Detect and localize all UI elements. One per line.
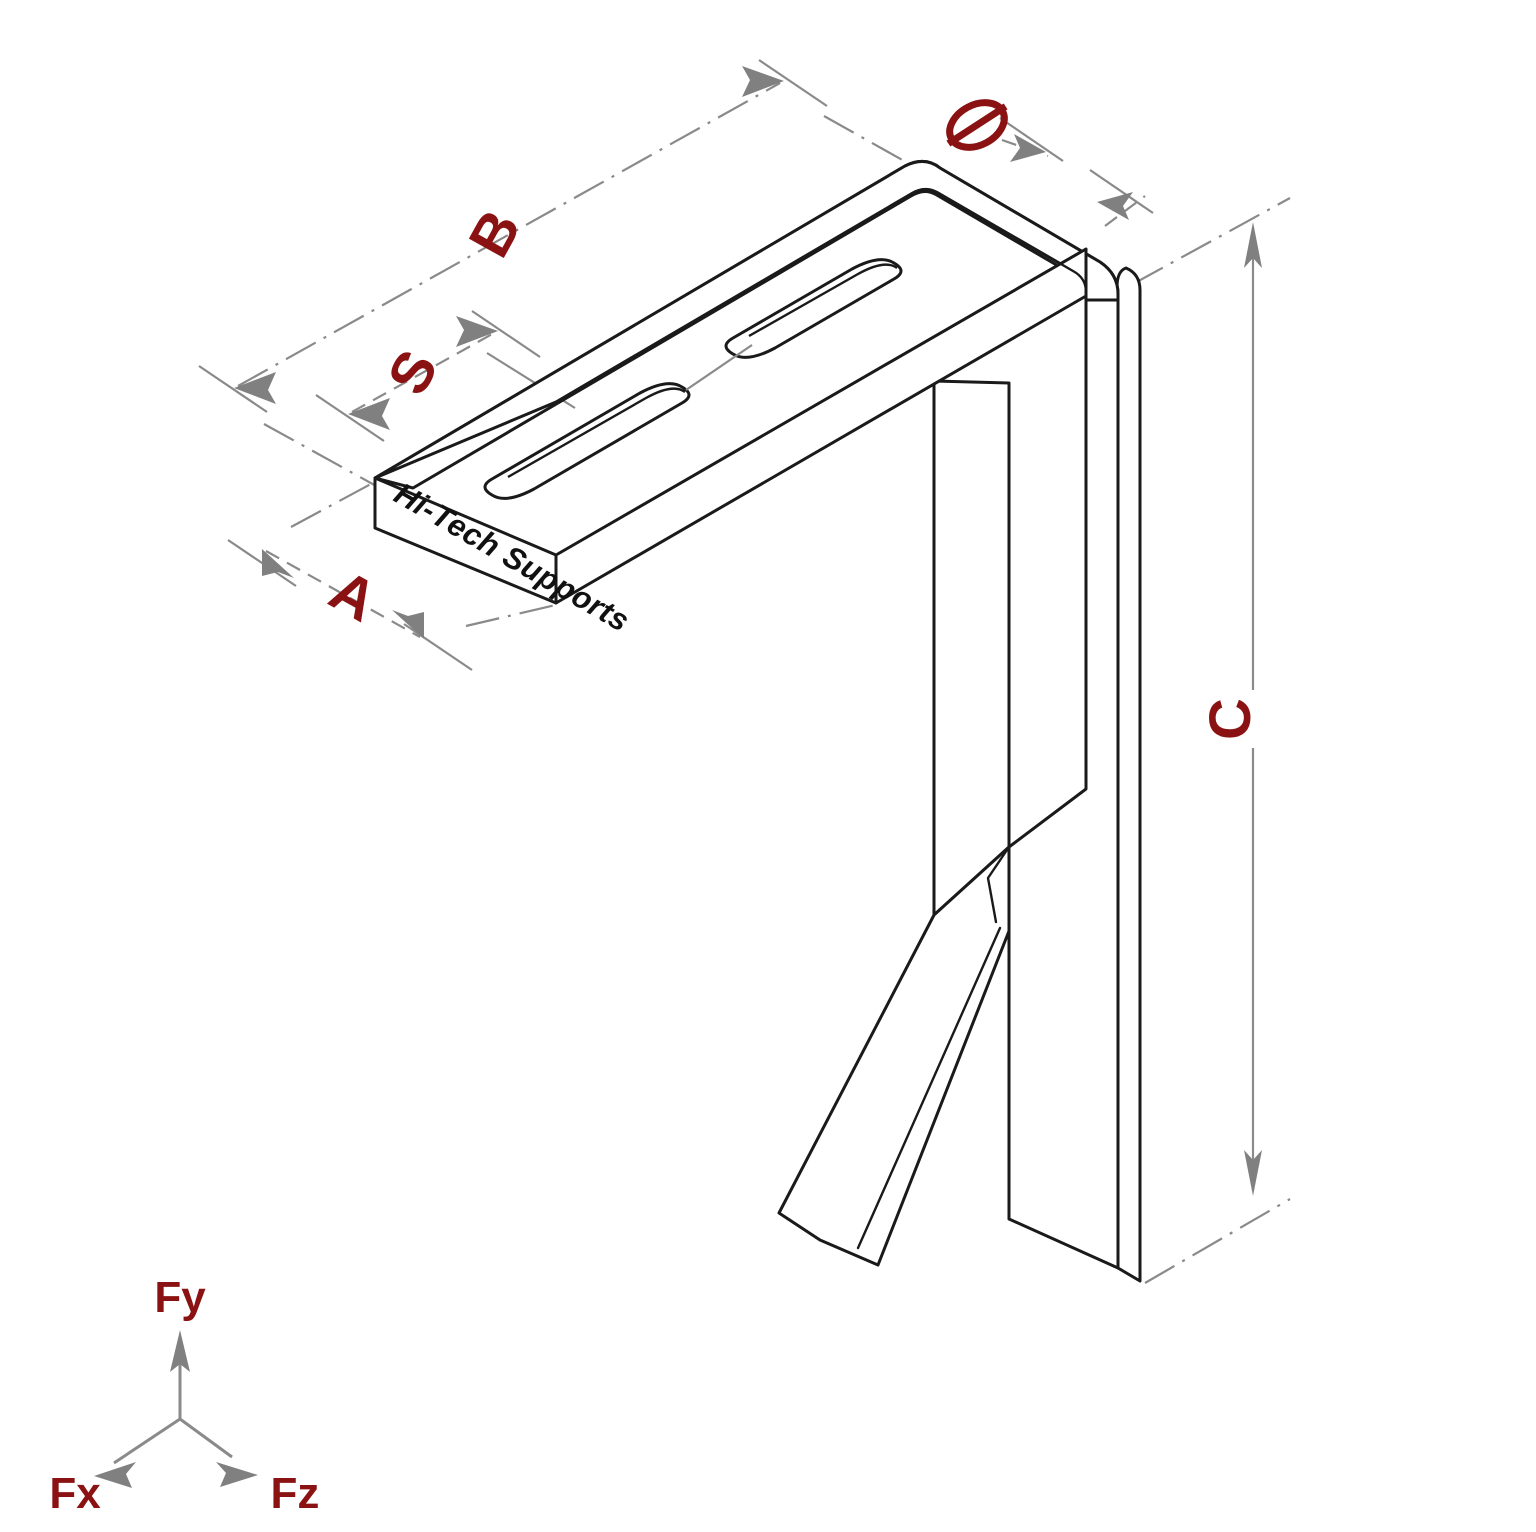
leg-right-edge-face <box>1115 266 1142 1283</box>
dimension-C-arrow-top <box>1244 222 1262 268</box>
axis-fz-line <box>179 1417 233 1459</box>
dimension-C-centerline-top <box>1132 197 1291 285</box>
top-plate-front-lower-edge <box>554 247 1088 557</box>
axis-fx-label: Fx <box>49 1469 101 1518</box>
axis-fy-arrow <box>170 1330 190 1372</box>
dimension-diameter-extension-a <box>999 117 1064 162</box>
dimension-S: S <box>315 310 576 442</box>
dimension-S-arrow-left <box>348 398 390 430</box>
dimension-S-line <box>351 332 495 413</box>
slot-near-outline <box>483 382 691 500</box>
dimension-C: C <box>1132 197 1291 1284</box>
leg-angled-tab <box>777 845 1011 1267</box>
dimension-B-extension-left <box>198 365 268 413</box>
dimension-B-centerline-left <box>263 423 379 488</box>
leg-front-face-left-upper <box>932 379 1011 917</box>
diameter-symbol-glyph <box>946 99 1008 151</box>
dimension-diameter-extension-b <box>1089 169 1154 214</box>
axis-fz-arrow <box>216 1462 258 1487</box>
slot-near <box>483 382 691 500</box>
dimension-B-line <box>237 82 781 387</box>
dimension-B-centerline-right <box>823 115 939 181</box>
leg-angled-tab-notch <box>986 845 1011 924</box>
leg-front-face-right <box>1007 270 1120 1270</box>
dimension-diameter <box>946 99 1154 227</box>
slot-far <box>724 258 903 359</box>
dimension-C-label: C <box>1198 698 1263 740</box>
axis-fz-label: Fz <box>271 1469 320 1518</box>
dimension-B-arrow-right <box>742 66 784 97</box>
dimension-S-extension-left <box>315 394 385 442</box>
dimension-diameter-arrow-a <box>1010 134 1046 162</box>
dimension-S-arrow-right <box>456 316 498 347</box>
axis-fx-arrow <box>94 1462 136 1488</box>
bend-inner-radius <box>935 190 1088 302</box>
dimension-C-centerline-bottom <box>1144 1198 1291 1284</box>
dimension-A-centerline-top <box>290 477 383 528</box>
dimension-A-label: A <box>319 557 387 634</box>
slot-leader-upper <box>685 344 753 391</box>
dimension-A-arrow-top <box>262 549 294 578</box>
force-axis-triad: Fy Fx Fz <box>49 1273 319 1518</box>
slot-near-depth-edge <box>507 387 686 479</box>
dimension-A-line <box>265 550 421 638</box>
dimension-B-extension-right <box>758 59 828 107</box>
axis-fy-label: Fy <box>154 1273 206 1322</box>
dimension-C-arrow-bottom <box>1244 1150 1262 1196</box>
leg-angled-tab-crease <box>856 926 1002 1250</box>
dimension-S-extension-right <box>471 310 541 358</box>
dimension-S-label: S <box>375 340 451 405</box>
slot-far-depth-edge <box>748 263 898 338</box>
dimension-A-centerline-bottom <box>465 602 561 628</box>
dimension-B-arrow-left <box>234 372 276 404</box>
dimension-A-extension-bottom <box>403 623 473 671</box>
dimension-A-arrow-bottom <box>392 610 424 639</box>
slot-far-outline <box>724 258 903 359</box>
dimension-diameter-arrow-b <box>1097 192 1133 220</box>
axis-fx-line <box>113 1417 181 1465</box>
